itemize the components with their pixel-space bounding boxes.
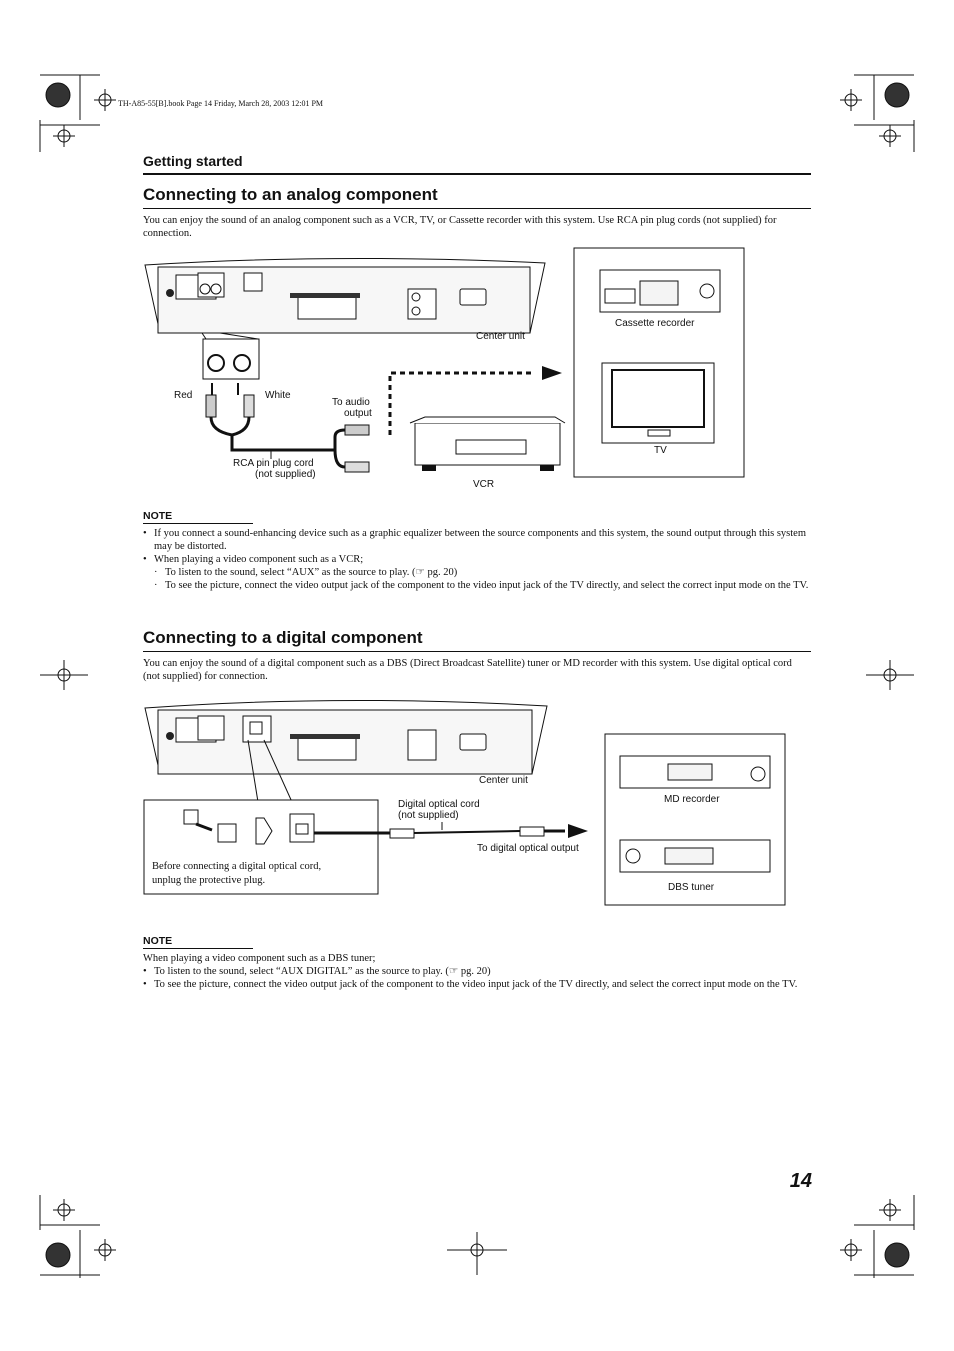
analog-diagram — [144, 247, 745, 478]
analog-note-2: When playing a video component such as a… — [143, 553, 811, 566]
digital-title: Connecting to a digital component — [143, 628, 811, 652]
analog-note-1: If you connect a sound-enhancing device … — [143, 527, 811, 553]
digital-intro: You can enjoy the sound of a digital com… — [143, 658, 792, 682]
digital-center-unit-label: Center unit — [479, 775, 528, 786]
analog-center-unit-label: Center unit — [476, 331, 525, 342]
rca-not-supplied-label: (not supplied) — [255, 469, 316, 480]
vcr-label: VCR — [473, 479, 495, 490]
digital-not-supplied-label: (not supplied) — [398, 810, 459, 821]
section-heading: Getting started — [143, 153, 811, 175]
digital-notes: To listen to the sound, select “AUX DIGI… — [143, 965, 811, 991]
plug-note-line-2: unplug the protective plug. — [152, 875, 266, 886]
white-label: White — [265, 390, 291, 401]
analog-notes: If you connect a sound-enhancing device … — [143, 527, 811, 592]
dbs-tuner-label: DBS tuner — [668, 882, 715, 893]
md-recorder-label: MD recorder — [664, 794, 720, 805]
digital-note-lead: When playing a video component such as a… — [143, 953, 376, 964]
to-digital-output-label: To digital optical output — [477, 843, 579, 854]
plug-note: Before connecting a digital optical cord… — [152, 860, 321, 888]
output-label: output — [344, 408, 372, 419]
page-number: 14 — [789, 1170, 812, 1192]
digital-diagram — [143, 699, 786, 906]
analog-subnote-2: To see the picture, connect the video ou… — [143, 579, 811, 592]
analog-subnote-1: To listen to the sound, select “AUX” as … — [143, 566, 811, 579]
digital-note-1: To listen to the sound, select “AUX DIGI… — [143, 965, 811, 978]
to-audio-label: To audio — [332, 397, 370, 408]
analog-title: Connecting to an analog component — [143, 185, 811, 209]
tv-label: TV — [654, 445, 667, 456]
analog-intro: You can enjoy the sound of an analog com… — [143, 215, 777, 239]
digital-note-heading: NOTE — [143, 935, 253, 949]
digital-note-2: To see the picture, connect the video ou… — [143, 978, 811, 991]
digital-cord-label: Digital optical cord — [398, 799, 480, 810]
analog-note-heading: NOTE — [143, 510, 253, 524]
plug-note-line-1: Before connecting a digital optical cord… — [152, 861, 322, 872]
cassette-label: Cassette recorder — [615, 318, 695, 329]
red-label: Red — [174, 390, 193, 401]
print-header: TH-A85-55[B].book Page 14 Friday, March … — [118, 99, 324, 108]
rca-cord-label: RCA pin plug cord — [233, 458, 314, 469]
